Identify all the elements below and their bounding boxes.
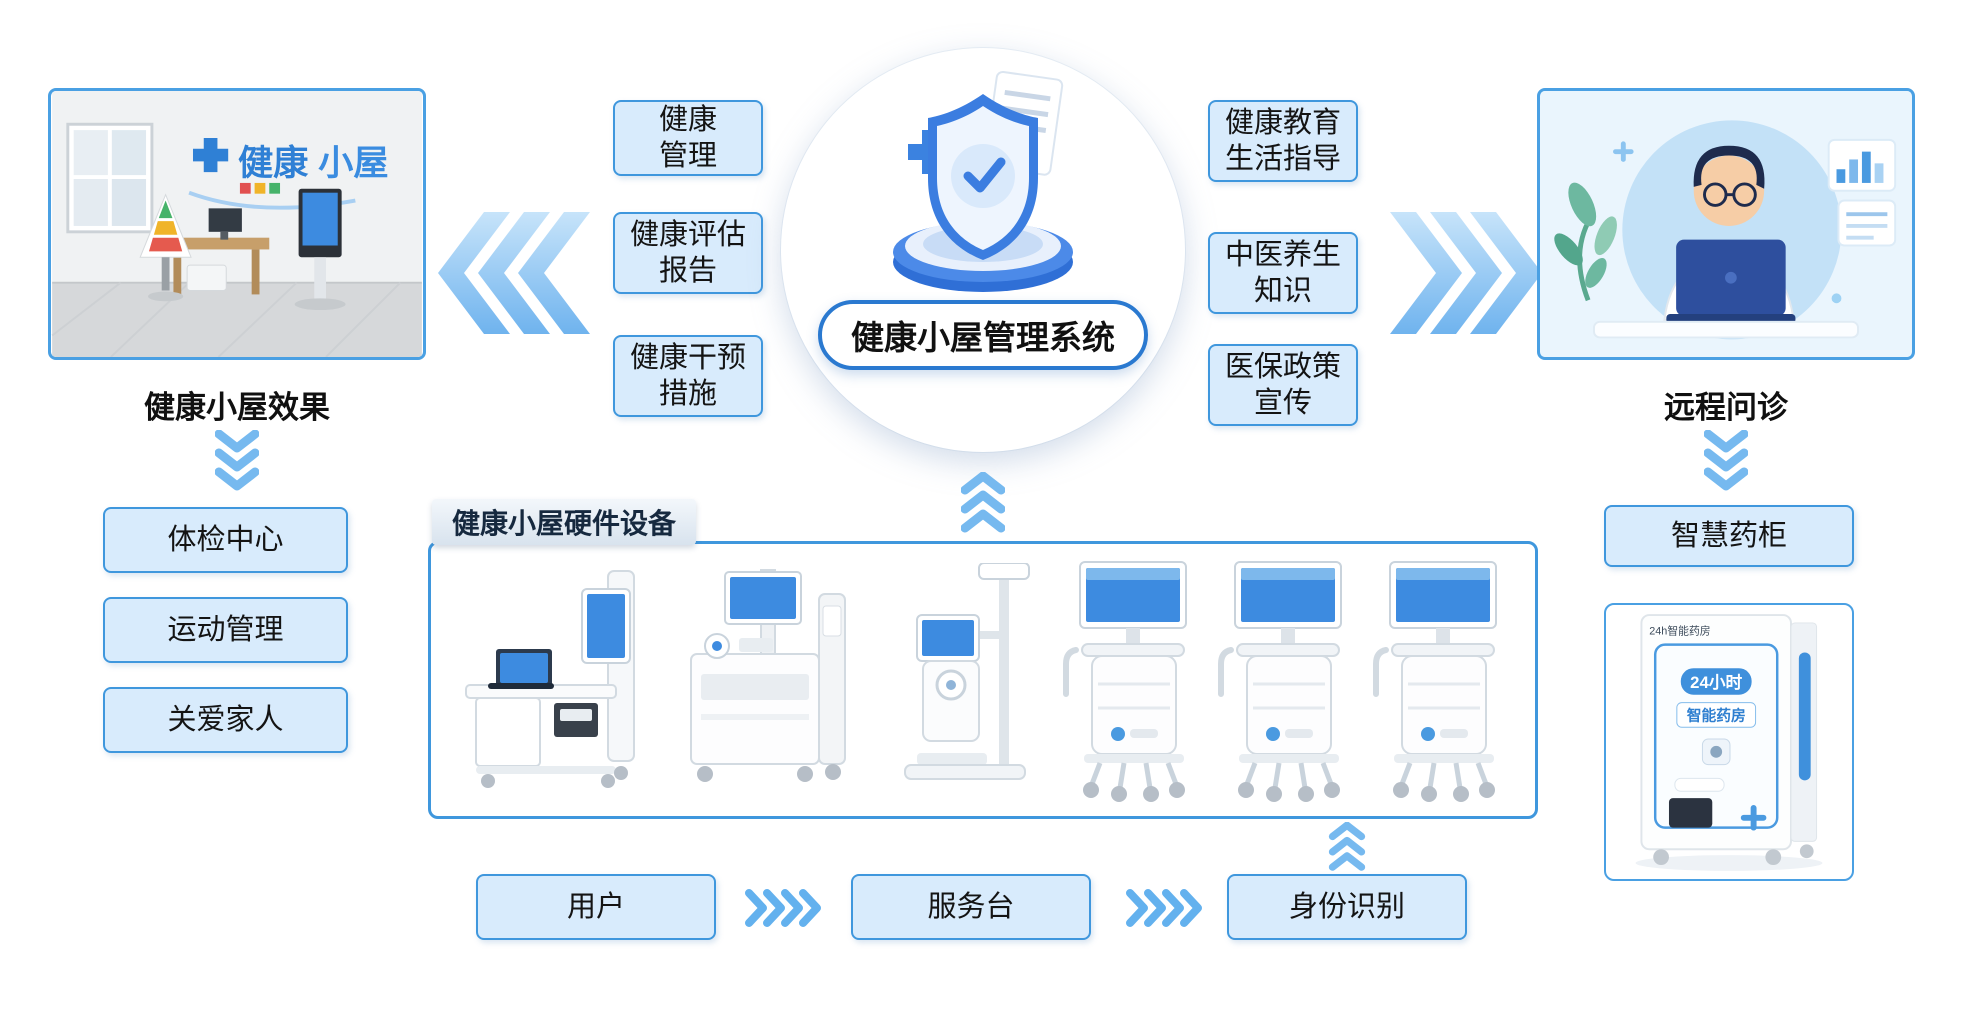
box-health-intervention: 健康干预 措施 <box>613 335 763 417</box>
chevron-left-icon <box>438 212 590 334</box>
doctor-laptop-illustration <box>1541 91 1911 357</box>
chevron-up-icon <box>1328 822 1366 871</box>
remote-consultation-illustration <box>1537 88 1915 360</box>
device-checkup-desk-station <box>465 570 635 789</box>
device-medical-cart-2 <box>1221 562 1341 802</box>
box-tcm-knowledge: 中医养生 知识 <box>1208 232 1358 314</box>
remote-consultation-caption: 远程问诊 <box>1664 390 1788 425</box>
cabinet-name-text: 智能药房 <box>1687 706 1746 724</box>
pharmacy-cabinet-drawing: 24h智能药房 24小时 智能药房 <box>1635 614 1823 871</box>
smart-pharmacy-cabinet-illustration: 24h智能药房 24小时 智能药房 <box>1604 603 1854 881</box>
chevron-up-icon <box>961 472 1005 533</box>
chevron-down-icon <box>215 430 259 491</box>
device-height-weight-station <box>903 563 1031 781</box>
device-medical-cart-1 <box>1066 562 1186 802</box>
device-medical-cart-3 <box>1376 562 1496 802</box>
box-service-desk: 服务台 <box>851 874 1091 940</box>
chevron-right-icon <box>1390 212 1542 334</box>
health-hut-photo-caption: 健康小屋效果 <box>144 390 330 425</box>
box-smart-medicine-cabinet: 智慧药柜 <box>1604 505 1854 567</box>
box-identity-recognition: 身份识别 <box>1227 874 1467 940</box>
health-hut-photo: 健康 小屋 <box>48 88 426 360</box>
cabinet-top-text: 24h智能药房 <box>1649 624 1710 638</box>
box-health-management: 健康 管理 <box>613 100 763 176</box>
device-health-kiosk <box>690 569 846 783</box>
box-health-education: 健康教育 生活指导 <box>1208 100 1358 182</box>
hardware-panel-label: 健康小屋硬件设备 <box>432 499 697 545</box>
box-family-care: 关爱家人 <box>103 687 348 753</box>
hardware-devices-illustration <box>465 558 1523 808</box>
wall-text-health: 健康 <box>238 143 309 183</box>
shield-check-document-icon <box>893 70 1073 292</box>
health-hut-room-illustration: 健康 小屋 <box>51 91 422 357</box>
box-health-assessment-report: 健康评估 报告 <box>613 212 763 294</box>
box-user: 用户 <box>476 874 716 940</box>
cabinet-badge-text: 24小时 <box>1690 673 1742 692</box>
box-insurance-policy: 医保政策 宣传 <box>1208 344 1358 426</box>
plus-icon <box>192 137 229 173</box>
chevron-right-icon <box>745 889 821 927</box>
chevron-right-icon <box>1126 889 1202 927</box>
system-title-pill: 健康小屋管理系统 <box>818 300 1148 370</box>
wall-text-hut: 小屋 <box>318 144 388 183</box>
box-checkup-center: 体检中心 <box>103 507 348 573</box>
box-exercise-management: 运动管理 <box>103 597 348 663</box>
chevron-down-icon <box>1704 430 1748 491</box>
